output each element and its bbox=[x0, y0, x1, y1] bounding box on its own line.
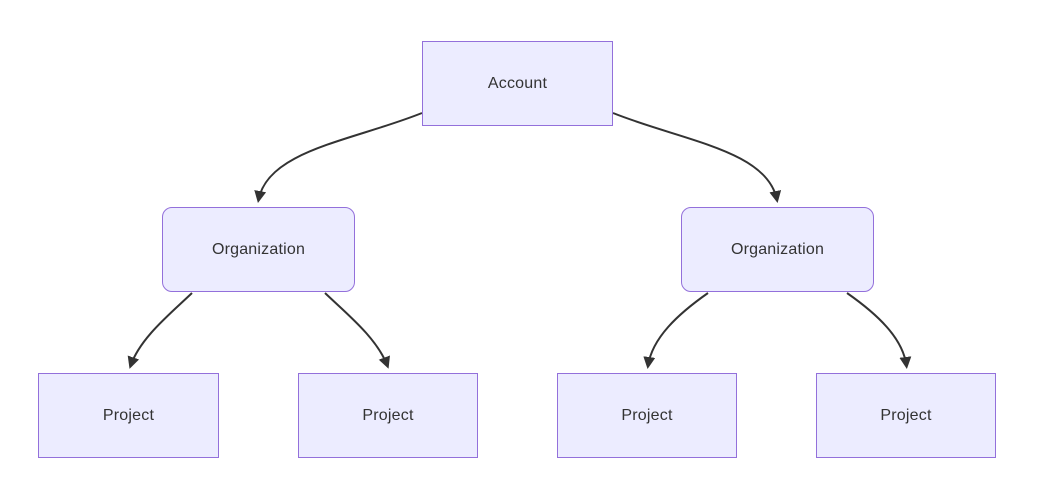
node-project-1-label: Project bbox=[102, 406, 155, 424]
node-project-1: Project bbox=[38, 373, 219, 458]
node-project-3-label: Project bbox=[621, 406, 673, 424]
node-project-4-label: Project bbox=[880, 406, 932, 424]
edge-org-right-to-project-3 bbox=[643, 292, 709, 369]
node-account-label: Account bbox=[487, 74, 548, 92]
edge-org-right-to-project-4 bbox=[846, 292, 912, 369]
node-project-4: Project bbox=[816, 373, 996, 458]
node-account: Account bbox=[422, 41, 613, 126]
edge-account-to-org-left bbox=[254, 112, 423, 203]
node-organization-left-label: Organization bbox=[211, 240, 306, 258]
node-organization-right-label: Organization bbox=[730, 240, 825, 258]
node-project-2: Project bbox=[298, 373, 478, 458]
node-organization-right: Organization bbox=[681, 207, 874, 292]
edge-org-left-to-project-2 bbox=[324, 292, 390, 369]
node-project-2-label: Project bbox=[362, 406, 414, 424]
edge-account-to-org-right bbox=[612, 112, 782, 203]
edge-org-left-to-project-1 bbox=[127, 292, 193, 369]
node-project-3: Project bbox=[557, 373, 737, 458]
node-organization-left: Organization bbox=[162, 207, 355, 292]
